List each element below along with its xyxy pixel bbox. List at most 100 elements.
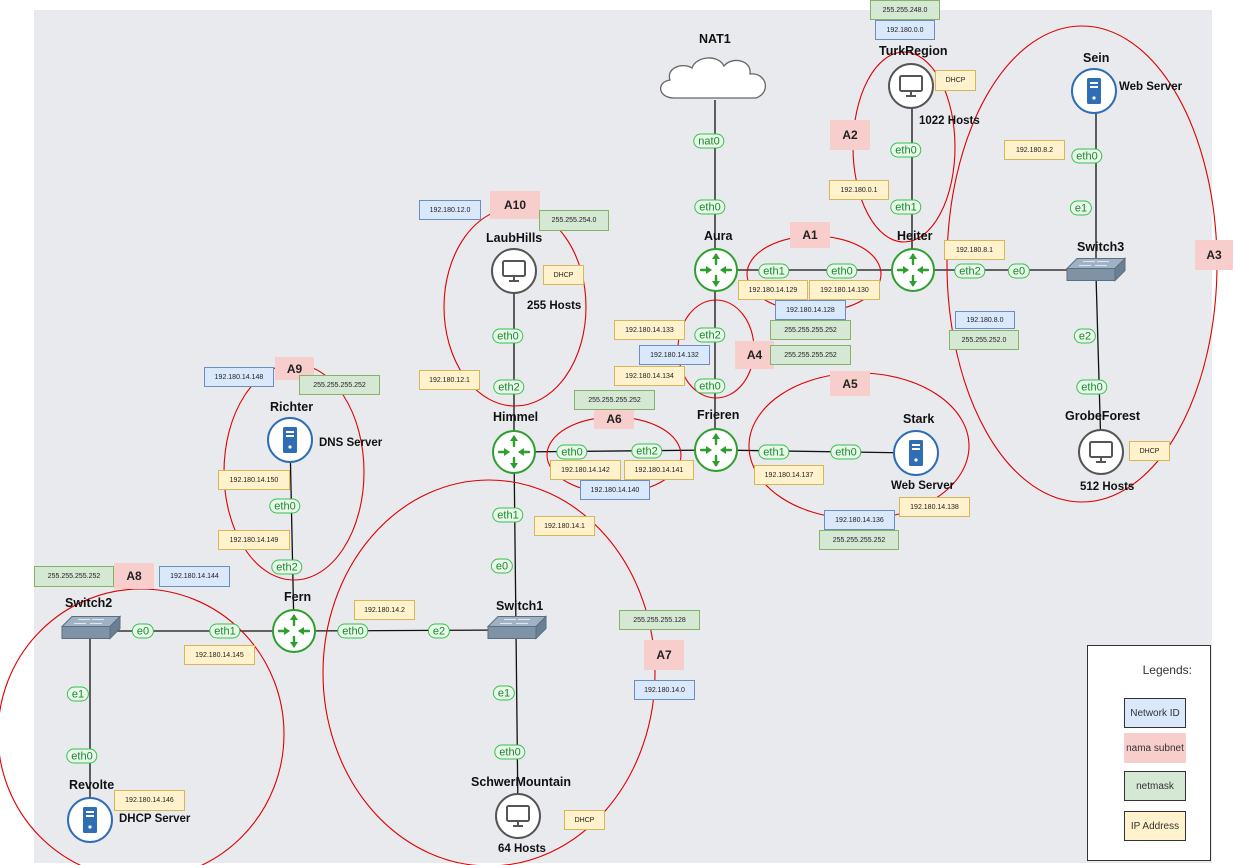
network-id-box: 192.180.14.0 [634, 680, 695, 700]
switch-icon[interactable] [486, 615, 548, 646]
netmask-box: 255.255.254.0 [539, 210, 609, 231]
router-icon[interactable] [492, 430, 536, 474]
netmask-box: 255.255.255.252 [299, 375, 380, 395]
interface-label: eth0 [826, 263, 858, 279]
node-label-aura: Aura [704, 229, 733, 243]
subnet-tag-a7: A7 [644, 640, 684, 670]
network-id-box: 192.180.14.144 [159, 566, 230, 587]
node-label-switch3: Switch3 [1077, 240, 1125, 254]
link-switch1-schwermountain [515, 629, 519, 816]
interface-label: eth2 [954, 263, 986, 279]
interface-label: eth0 [694, 378, 726, 394]
ip-address-box: 192.180.0.1 [829, 180, 889, 200]
ip-address-box: 192.180.8.1 [944, 240, 1005, 260]
interface-label: eth0 [556, 444, 588, 460]
interface-label: eth1 [890, 199, 922, 215]
ip-address-box: 192.180.14.149 [218, 530, 290, 550]
interface-label: eth0 [66, 748, 98, 764]
dhcp-tag: DHCP [564, 810, 605, 830]
interface-label: e0 [490, 558, 514, 574]
node-label-laubhills: LaubHills [486, 231, 543, 245]
subnet-tag-a5: A5 [830, 371, 870, 396]
node-label-nat1: NAT1 [699, 32, 731, 46]
cloud-icon[interactable] [652, 50, 776, 111]
interface-label: eth0 [1071, 148, 1103, 164]
netmask-box: 255.255.255.252 [34, 566, 114, 587]
netmask-box: 255.255.255.252 [770, 320, 851, 340]
ip-address-box: 192.180.14.130 [809, 280, 880, 300]
network-id-box: 192.180.14.132 [639, 345, 710, 365]
interface-label: eth1 [758, 263, 790, 279]
subnet-ellipse-a7 [322, 479, 656, 865]
ip-address-box: 192.180.14.150 [218, 470, 290, 490]
node-label-heiter: Heiter [897, 229, 933, 243]
role-revolte: DHCP Server [119, 813, 191, 825]
ip-address-box: 192.180.14.1 [534, 516, 595, 536]
legend-network-id: Network ID [1124, 698, 1186, 728]
subnet-tag-a4: A4 [735, 341, 774, 369]
monitor-icon[interactable] [1078, 429, 1124, 475]
legend-netmask: netmask [1124, 771, 1186, 801]
ip-address-box: 192.180.14.129 [738, 280, 808, 300]
node-label-grobeforest: GrobeForest [1065, 409, 1141, 423]
ip-address-box: 192.180.14.133 [614, 320, 685, 340]
legend-subnet-name: nama subnet [1124, 733, 1186, 763]
node-label-schwermountain: SchwerMountain [471, 775, 572, 789]
interface-label: nat0 [693, 133, 725, 149]
network-id-box: 192.180.14.136 [824, 510, 895, 530]
interface-label: e1 [66, 686, 90, 702]
monitor-icon[interactable] [888, 63, 934, 109]
subnet-tag-a2: A2 [830, 120, 870, 150]
network-id-box: 192.180.0.0 [875, 20, 935, 40]
interface-label: eth2 [694, 327, 726, 343]
netmask-box: 255.255.255.252 [770, 345, 851, 365]
server-icon[interactable] [1071, 68, 1117, 114]
router-icon[interactable] [891, 248, 935, 292]
server-icon[interactable] [267, 417, 313, 463]
ip-address-box: 192.180.14.138 [899, 497, 970, 517]
network-id-box: 192.180.12.0 [419, 200, 481, 220]
link-himmel-switch1 [513, 451, 517, 631]
subnet-tag-a10: A10 [490, 191, 540, 219]
server-icon[interactable] [893, 430, 939, 476]
interface-label: e0 [131, 623, 155, 639]
interface-label: eth0 [337, 623, 369, 639]
node-label-switch1: Switch1 [496, 599, 544, 613]
node-label-switch2: Switch2 [65, 596, 113, 610]
subnet-tag-a1: A1 [790, 222, 830, 248]
dhcp-tag: DHCP [1129, 441, 1170, 461]
network-id-box: 192.180.14.148 [204, 367, 274, 387]
link-fern-switch1 [293, 629, 517, 632]
ip-address-box: 192.180.14.146 [114, 790, 185, 811]
monitor-icon[interactable] [491, 248, 537, 294]
interface-label: eth0 [269, 498, 301, 514]
node-label-turkregion: TurkRegion [879, 44, 948, 58]
ip-address-box: 192.180.14.145 [184, 645, 255, 665]
router-icon[interactable] [694, 248, 738, 292]
node-label-stark: Stark [903, 412, 935, 426]
interface-label: eth1 [209, 623, 241, 639]
monitor-icon[interactable] [495, 793, 541, 839]
router-icon[interactable] [272, 609, 316, 653]
legend: Legends: Network ID nama subnet netmask … [1087, 645, 1211, 861]
switch-icon[interactable] [60, 615, 122, 646]
server-icon[interactable] [67, 797, 113, 843]
netmask-box: 255.255.255.252 [574, 390, 655, 410]
link-himmel-frieren [513, 449, 717, 453]
interface-label: eth2 [271, 559, 303, 575]
interface-label: eth0 [492, 328, 524, 344]
router-icon[interactable] [694, 428, 738, 472]
link-richter-fern [289, 439, 295, 632]
role-stark: Web Server [891, 480, 955, 492]
interface-label: eth0 [1076, 379, 1108, 395]
interface-label: eth1 [492, 507, 524, 523]
subnet-tag-a8: A8 [114, 563, 154, 589]
ip-address-box: 192.180.12.1 [419, 370, 480, 390]
interface-label: e2 [427, 623, 451, 639]
netmask-box: 255.255.255.128 [619, 610, 700, 630]
network-id-box: 192.180.14.140 [580, 480, 650, 500]
interface-label: e2 [1073, 328, 1097, 344]
interface-label: eth0 [830, 444, 862, 460]
switch-icon[interactable] [1065, 257, 1127, 288]
